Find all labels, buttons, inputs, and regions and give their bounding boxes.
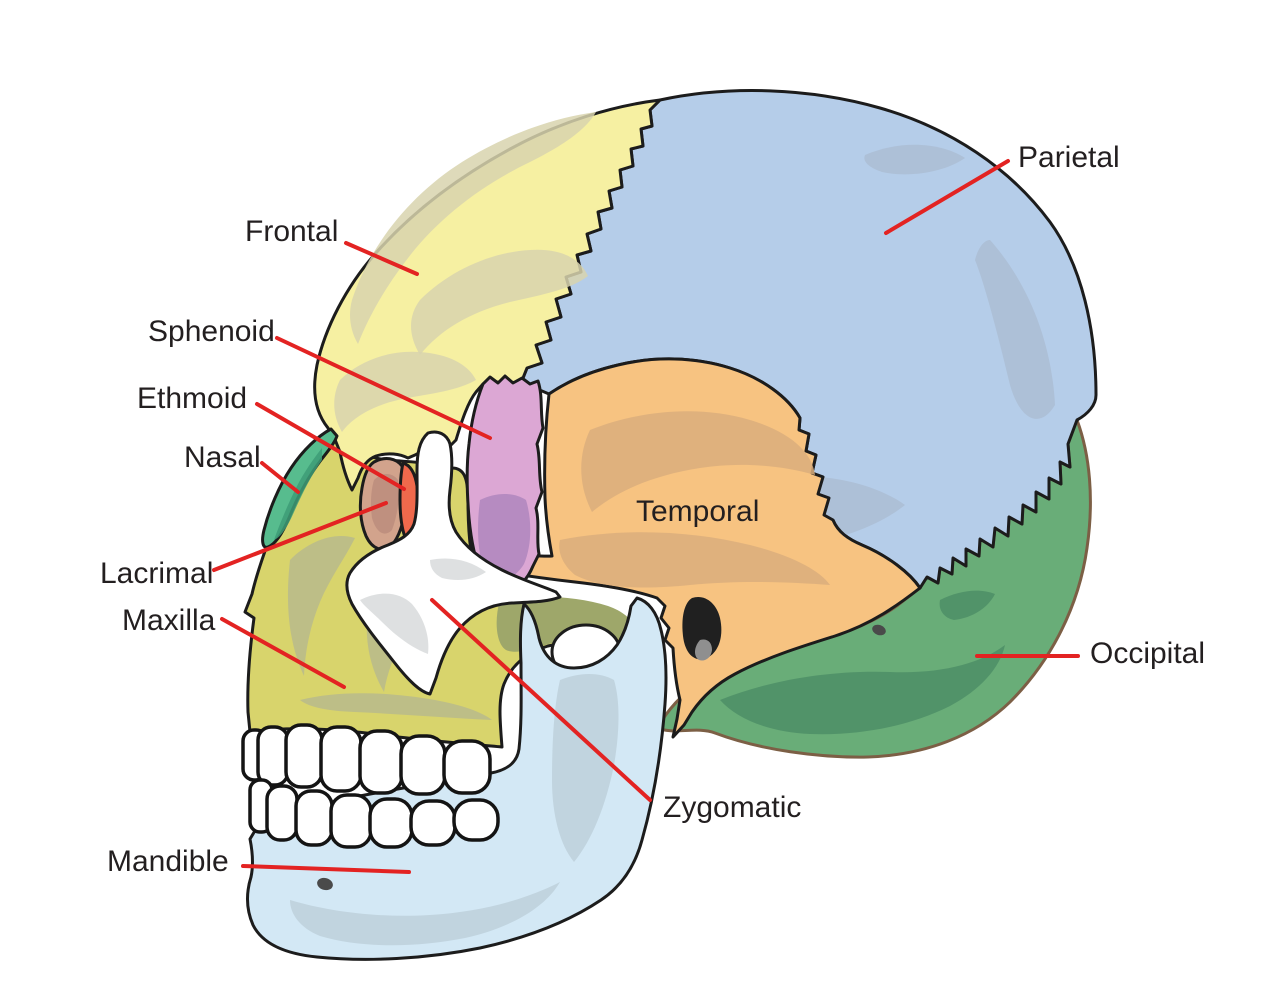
- mandible-label: Mandible: [107, 845, 229, 878]
- ear-canal-highlight: [695, 639, 712, 661]
- temporal-label: Temporal: [636, 495, 759, 528]
- lower-tooth: [294, 789, 334, 847]
- occipital-label: Occipital: [1090, 637, 1205, 670]
- frontal-shading-3: [334, 351, 476, 432]
- bone-temporal: [460, 357, 922, 739]
- bone-frontal: [313, 98, 662, 492]
- upper-tooth: [442, 739, 492, 795]
- parietal-label: Parietal: [1018, 141, 1120, 174]
- teeth-lower: [248, 778, 500, 849]
- label-frontal: Frontal: [245, 215, 419, 276]
- label-sphenoid: Sphenoid: [148, 315, 492, 440]
- frontal-shading-2: [411, 249, 588, 355]
- nasal-label: Nasal: [184, 441, 261, 474]
- occipital-shading: [720, 645, 1005, 735]
- temporal-shading-2: [559, 532, 830, 588]
- mandible-shading-2: [290, 882, 560, 946]
- zygomatic-shading: [360, 593, 429, 654]
- label-lacrimal: Lacrimal: [100, 501, 388, 590]
- label-mandible: Mandible: [107, 845, 411, 878]
- upper-tooth: [358, 729, 404, 795]
- lacrimal-leader-line: [212, 501, 388, 572]
- bone-sphenoid: [465, 374, 545, 592]
- frontal-leader-line: [344, 241, 419, 276]
- teeth-upper: [241, 723, 492, 796]
- lower-tooth: [452, 798, 500, 842]
- ethmoid-leader-line: [255, 402, 406, 491]
- lower-tooth: [409, 799, 457, 847]
- upper-tooth: [256, 725, 290, 787]
- label-occipital: Occipital: [975, 637, 1205, 670]
- maxilla-shading: [287, 536, 355, 676]
- mastoid-foramen: [872, 624, 886, 636]
- parietal-leader-line: [884, 159, 1010, 235]
- lower-tooth: [329, 793, 373, 849]
- upper-tooth: [319, 725, 363, 793]
- ear-canal-icon: [682, 596, 722, 660]
- bone-zygomatic: [345, 430, 562, 696]
- label-parietal: Parietal: [884, 141, 1120, 235]
- nasal-leader-line: [260, 461, 300, 494]
- label-maxilla: Maxilla: [122, 604, 346, 689]
- zygomatic-label: Zygomatic: [663, 791, 801, 824]
- bone-occipital: [656, 418, 1092, 759]
- zygomatic-shading-2: [430, 558, 486, 580]
- parietal-shading-3: [864, 144, 965, 175]
- mandible-leader-line: [241, 864, 411, 874]
- sphenoid-label: Sphenoid: [148, 315, 275, 348]
- lacrimal-label: Lacrimal: [100, 557, 213, 590]
- mandible-shading: [552, 674, 619, 862]
- label-zygomatic: Zygomatic: [430, 598, 801, 824]
- temporal-shading: [581, 411, 815, 512]
- mental-foramen: [317, 877, 333, 891]
- sphenoid-shading: [478, 494, 531, 582]
- lower-tooth: [368, 797, 414, 849]
- label-ethmoid: Ethmoid: [137, 382, 406, 491]
- lower-tooth: [265, 784, 299, 842]
- label-nasal: Nasal: [184, 441, 300, 494]
- upper-tooth: [399, 734, 447, 796]
- maxilla-leader-line: [220, 617, 346, 689]
- occipital-shading-2: [939, 590, 995, 620]
- zygomatic-leader-line: [430, 598, 652, 802]
- maxilla-label: Maxilla: [122, 604, 216, 637]
- frontal-label: Frontal: [245, 215, 338, 248]
- parietal-shading: [975, 240, 1055, 419]
- frontal-shading: [350, 112, 596, 344]
- ethmoid-label: Ethmoid: [137, 382, 247, 415]
- labels: Frontal Parietal Sphenoid Ethmoid Nasal …: [100, 141, 1205, 878]
- upper-tooth: [284, 723, 324, 789]
- label-temporal: Temporal: [636, 495, 759, 528]
- sphenoid-leader-line: [275, 336, 492, 440]
- maxilla-shading-3: [300, 693, 492, 720]
